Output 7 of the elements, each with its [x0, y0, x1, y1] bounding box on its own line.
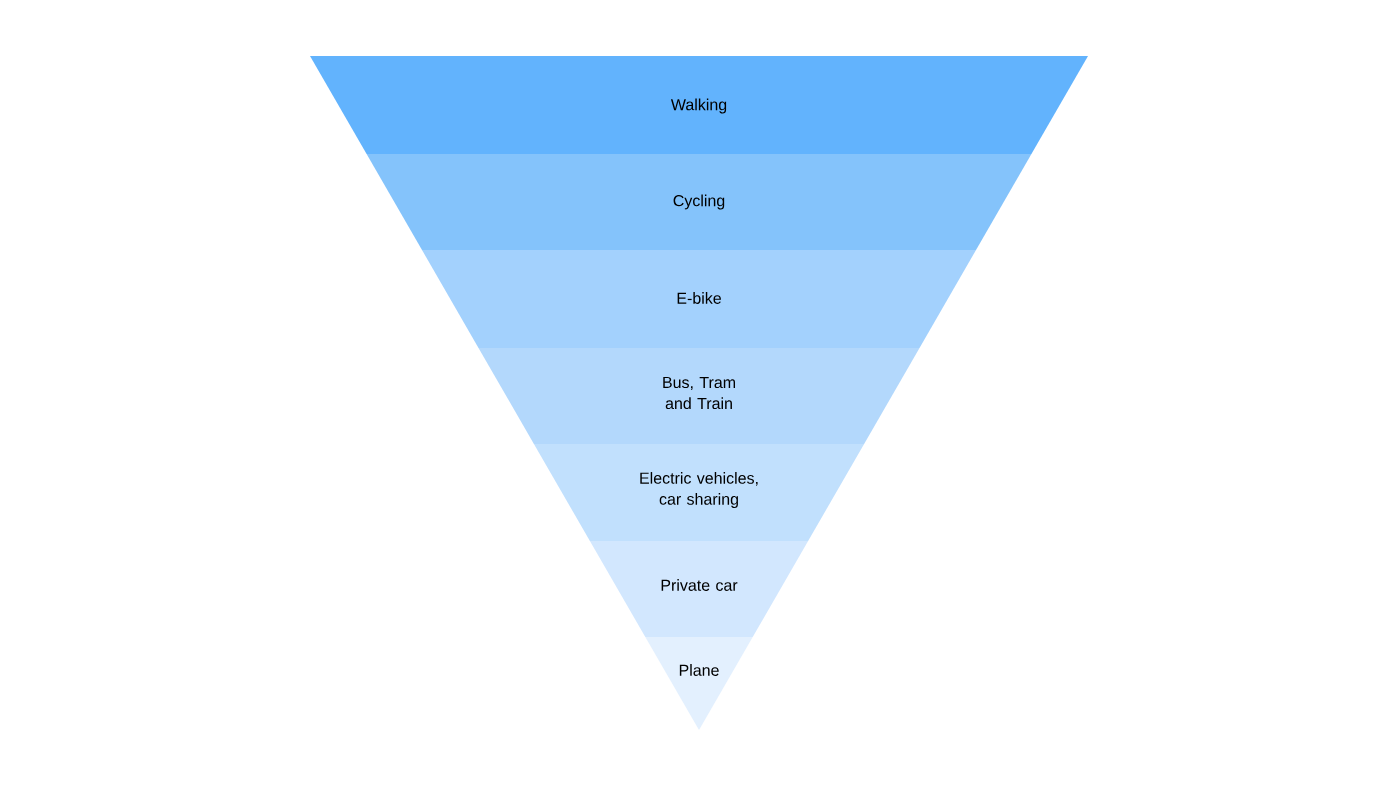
funnel-band: Walking	[310, 56, 1088, 154]
funnel-band: Electric vehicles, car sharing	[533, 444, 865, 541]
funnel-band: Bus, Tram and Train	[478, 348, 920, 444]
funnel-band: E-bike	[422, 250, 976, 348]
funnel-band: Plane	[645, 637, 753, 730]
funnel-band: Private car	[589, 541, 809, 637]
funnel-band: Cycling	[366, 154, 1032, 250]
